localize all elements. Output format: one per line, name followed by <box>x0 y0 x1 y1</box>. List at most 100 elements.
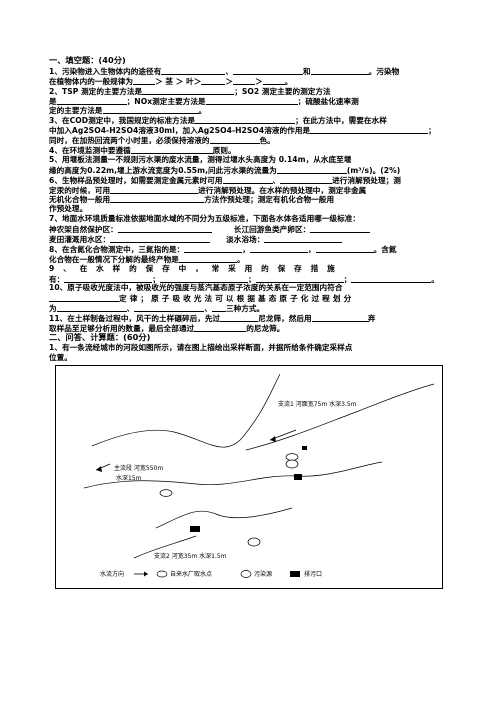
question-6-line3: 无机化合物一般用 方法作预处理；测定有机化合物一般用 <box>49 194 452 204</box>
question-4: 4、在环境监测中要遵循 原则。 <box>49 145 452 155</box>
river-figure: 支流1 河面宽75m 水深3.5m 主流段 河宽550m 水深15m 支流2 河… <box>55 365 443 589</box>
blank <box>310 125 429 135</box>
question-11-line2: 取样品至足够分析用的数量，最后全部通过 的尼龙筛。 <box>49 323 452 333</box>
question-9-line1: 9、在水样的保存中，常采用的保存措施 <box>49 263 344 273</box>
q6-hg: 定汞的时候，可用 <box>49 185 111 195</box>
section1-title: 一、填空题：(40分) <box>49 56 126 65</box>
blank <box>110 194 205 204</box>
blank <box>134 303 205 313</box>
branch2-label: 支流2 河宽35m 水深1.5m <box>154 552 227 560</box>
question-7-line1: 7、地面水环境质量标准依据地面水域的不同分为五级标准，下面各水体各适用哪一级标准… <box>49 214 361 224</box>
exam-text: 一、填空题：(40分) 1、污染物进入生物体内的途径有、 和 。污染物 在植物体内的… <box>49 56 452 363</box>
q11-sample: 取样品至足够分析用的数量，最后全部通过 <box>49 324 195 333</box>
q7-reserve: 神农架自然保护区： <box>49 225 118 235</box>
legend-pollution-icon <box>240 570 252 578</box>
q4-principle: 原则。 <box>212 146 236 155</box>
question-3-line1: 3、在COD测定中，我国规定的标准方法是 ；在此方法中，需要在水样 <box>49 115 452 125</box>
legend-outlet-label: 排污口 <box>304 570 322 578</box>
blank <box>184 244 243 253</box>
question-2-line3: 定的主要方法是。 <box>49 105 452 115</box>
blank <box>130 145 213 155</box>
q9-have: 有： <box>49 274 65 284</box>
q1-rule: 在植物体内的一般规律为 <box>49 76 134 86</box>
question-7-line3: 麦田灌溉用水区： 淡水浴场： <box>49 234 452 244</box>
q4-text: 4、在环境监测中要遵循 <box>49 146 131 155</box>
blank <box>102 105 199 115</box>
problem-1-line1: 1、有一条流经城市的河段如图所示，请在图上描绘出采样断面，并据所给条件确定采样点 <box>49 342 353 352</box>
q1-order: ＞ 茎 ＞ 叶＞ <box>155 76 202 86</box>
q10-as: 为 <box>49 304 57 314</box>
blank <box>233 66 304 75</box>
legend-pollution-label: 污染源 <box>254 570 272 578</box>
q1-gt: ＞ <box>225 76 234 86</box>
question-2-line1: 2、TSP 测定的主要方法是；SO2 测定主要的测定方法 <box>49 86 452 96</box>
q3-need: ；在此方法中，需要在水样 <box>295 116 387 126</box>
legend-intake-icon <box>156 570 168 578</box>
q10-sep: 、 <box>126 304 135 314</box>
question-2-line2: 是；NOx测定主要方法是；硫酸盐化速率测 <box>49 96 452 106</box>
q11-discard: 弃 <box>367 314 376 324</box>
q9-sep: ； <box>152 274 160 284</box>
legend: 水流方向 自来水厂取水点 污染源 排污口 <box>100 570 322 578</box>
q6-organic: 方法作预处理；测定有机化合物一般用 <box>204 195 335 205</box>
blank <box>110 234 211 244</box>
q3-color: 色。 <box>259 136 275 146</box>
question-7-line2: 神农架自然保护区： 长江回游鱼类产卵区： <box>49 224 452 234</box>
main-depth: 水深15m <box>116 474 142 482</box>
blank <box>159 274 248 283</box>
blank <box>49 293 119 303</box>
outlet-marker <box>294 474 302 480</box>
q2-sulfate: ；硫酸盐化速率测 <box>297 96 359 106</box>
q1-and: 和 <box>303 66 311 76</box>
q7-irrigation: 麦田灌溉用水区： <box>49 235 111 244</box>
question-6-line2: 定汞的时候，可用进行消解预处理。在水样的预处理中，测定非金属 <box>49 185 452 195</box>
q6-inorganic: 无机化合物一般用 <box>49 195 111 205</box>
river-bank-lower <box>155 507 293 529</box>
question-6-line1: 6、生物样品预处理时，如需要测定金属元素时可用、进行消解预处理；测 <box>49 175 452 185</box>
blank <box>276 165 347 174</box>
blank <box>209 135 260 145</box>
q10-law: 定律；原子吸收光法可以根据基态原子化过程划分 <box>119 294 355 304</box>
outlet-marker <box>302 446 307 450</box>
river-map: 支流1 河面宽75m 水深3.5m 主流段 河宽550m 水深15m 支流2 河… <box>83 373 435 578</box>
blank <box>178 254 237 263</box>
blank <box>310 224 371 234</box>
blank <box>161 66 226 75</box>
legend-outlet-icon <box>290 571 300 577</box>
question-9-line2: 有：；；；。 <box>49 274 452 284</box>
q1-end: 。污染物 <box>368 66 400 76</box>
question-10-line1: 10、原子吸收光度法中，被吸收光的强度与蒸汽基态原子浓度的关系在一定范围内符合 <box>49 283 343 293</box>
q6-text: 6、生物样品预处理时，如需要测定金属元素时可用 <box>49 175 223 185</box>
q7-spawning: 长江回游鱼类产卵区： <box>233 225 311 235</box>
q2-method: 定的主要方法是 <box>49 106 103 116</box>
q3-text: 3、在COD测定中，我国规定的标准方法是 <box>49 116 196 126</box>
blank <box>133 76 156 85</box>
q11-sieve: 的尼龙筛。 <box>246 324 285 333</box>
blank <box>255 274 344 283</box>
pollution-source <box>285 459 299 469</box>
blank <box>64 274 153 283</box>
blank <box>280 175 333 184</box>
blank <box>262 76 285 85</box>
legend-intake-label: 自来水厂取水点 <box>170 570 212 578</box>
q2-so2: ；SO2 测定主要的测定方法 <box>234 86 331 96</box>
legend-flow-arrowhead-icon <box>144 571 148 577</box>
flow-arrow <box>269 429 297 442</box>
q3-keep: 同时，在加热回流两个小时里，必须保持溶液的 <box>49 136 210 146</box>
q6-digest: 进行消解预处理；测 <box>332 175 401 185</box>
q1-period: 。 <box>284 76 293 86</box>
blank <box>56 96 127 105</box>
q8-period: 。 <box>236 254 245 264</box>
blank <box>205 96 298 105</box>
question-10-line3: 为、、三种方式。 <box>49 303 452 313</box>
q7-bathing: 淡水浴场： <box>226 235 265 244</box>
blank <box>211 303 226 313</box>
blank <box>220 313 259 323</box>
q8-product: 化合物在一般情况下分解的最终产物是 <box>49 254 179 264</box>
intake-point <box>159 489 173 497</box>
q10-ways: 三种方式。 <box>225 304 265 314</box>
blank <box>311 313 368 323</box>
q1-text: 1、污染物进入生物体内的途径有 <box>49 66 162 76</box>
q2-nox: ；NOx测定主要方法是 <box>126 96 206 106</box>
